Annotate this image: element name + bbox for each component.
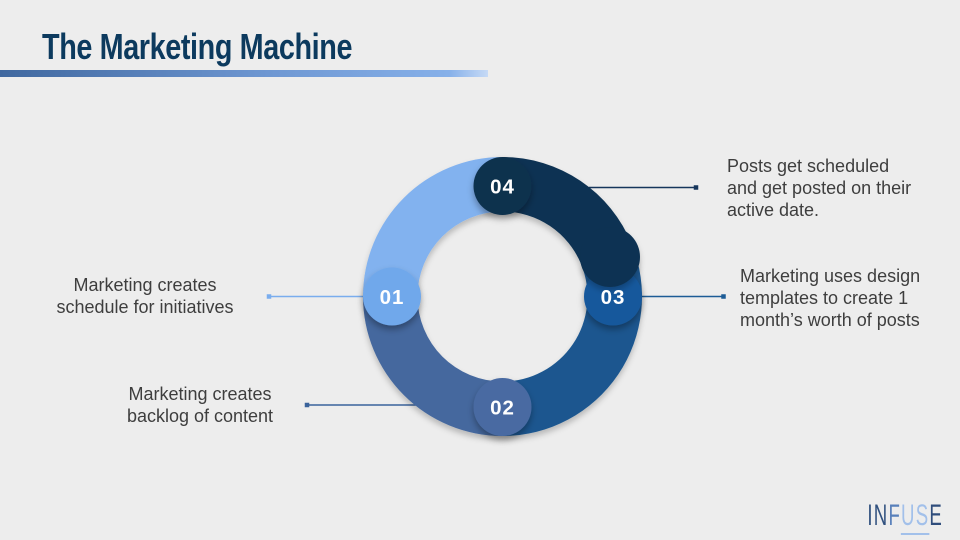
connector-dot-03 bbox=[721, 294, 726, 299]
step-label-04-line-1: Posts get scheduled bbox=[727, 156, 890, 176]
step-number-03: 03 bbox=[601, 286, 626, 309]
step-label-04-line-3: active date. bbox=[727, 200, 820, 220]
slide-title: The Marketing Machine bbox=[42, 26, 353, 67]
segment-arc-02 bbox=[363, 296, 503, 436]
step-number-02: 02 bbox=[490, 397, 515, 420]
step-label-01: Marketing creates schedule for initiativ… bbox=[40, 274, 250, 318]
connector-02 bbox=[304, 402, 430, 408]
logo-text-in: IN bbox=[867, 499, 889, 532]
step-number-04: 04 bbox=[490, 176, 515, 199]
step-label-01-line-2: schedule for initiatives bbox=[56, 297, 234, 317]
logo-text-us: US bbox=[901, 501, 930, 535]
step-label-03-line-3: month’s worth of posts bbox=[740, 310, 920, 330]
step-label-02-line-2: backlog of content bbox=[126, 406, 274, 426]
step-label-01-line-1: Marketing creates bbox=[73, 275, 217, 295]
step-bubble-02 bbox=[473, 378, 532, 436]
step-bubble-04 bbox=[473, 157, 532, 215]
step-label-04: Posts get scheduled and get posted on th… bbox=[727, 155, 947, 221]
logo-text-f: F bbox=[888, 499, 902, 532]
step-label-03: Marketing uses design templates to creat… bbox=[740, 265, 960, 331]
step-number-01: 01 bbox=[380, 286, 405, 309]
segment-arc-04-end-cap bbox=[580, 227, 640, 287]
segment-arc-04 bbox=[502, 157, 640, 287]
connector-dot-01 bbox=[266, 294, 272, 299]
connector-03 bbox=[640, 294, 726, 299]
segment-arc-01 bbox=[363, 157, 503, 297]
connector-dot-04 bbox=[693, 185, 699, 190]
step-bubble-01 bbox=[363, 267, 421, 326]
step-label-02-line-1: Marketing creates bbox=[128, 384, 272, 404]
step-label-03-line-1: Marketing uses design bbox=[740, 266, 921, 286]
title-accent-bar bbox=[0, 70, 488, 77]
logo-text-e: E bbox=[929, 499, 943, 532]
step-label-02: Marketing creates backlog of content bbox=[100, 383, 300, 427]
connector-04 bbox=[589, 185, 699, 190]
step-label-04-line-2: and get posted on their bbox=[727, 178, 912, 198]
connector-01 bbox=[266, 294, 371, 299]
step-label-03-line-2: templates to create 1 bbox=[740, 288, 909, 308]
connector-dot-02 bbox=[304, 402, 310, 408]
